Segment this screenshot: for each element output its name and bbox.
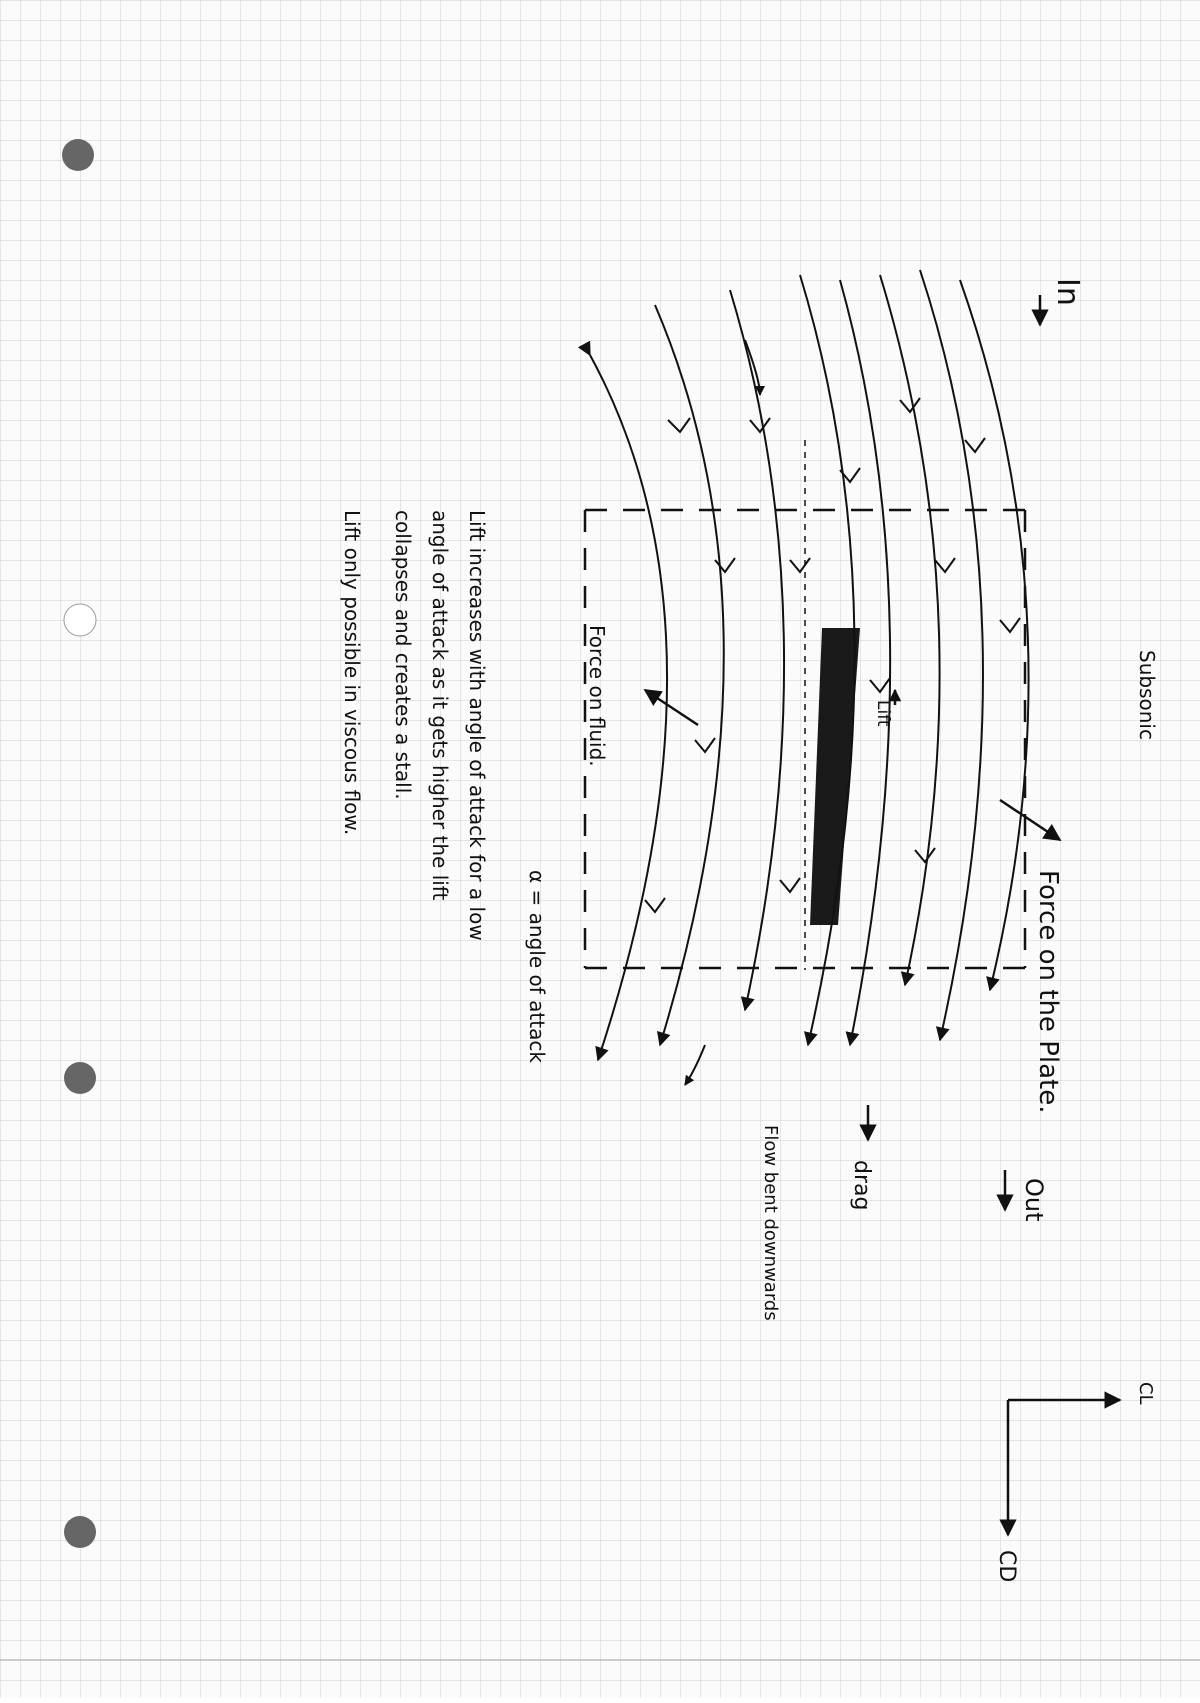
force-on-plate-arrow	[999, 798, 1062, 842]
streamline	[577, 340, 668, 1062]
binder-hole	[64, 1062, 96, 1094]
cl-label: CL	[1135, 1382, 1156, 1405]
streamline	[919, 269, 984, 1042]
flat-plate	[810, 628, 860, 925]
binder-hole	[63, 603, 97, 637]
streamline	[799, 274, 856, 1047]
streamline	[839, 279, 892, 1047]
binder-hole	[62, 139, 94, 171]
force-on-fluid-label: Force on fluid.	[585, 625, 609, 767]
streamline	[959, 279, 1030, 992]
note-line: Lift increases with angle of attack for …	[465, 510, 489, 941]
force-on-plate-label: Force on the Plate.	[1033, 870, 1063, 1113]
out-label: Out	[1020, 1178, 1048, 1222]
note-line: angle of attack as it gets higher the li…	[428, 510, 452, 900]
streamline	[684, 1044, 706, 1086]
streamlines	[577, 269, 1030, 1086]
in-label: In	[1050, 278, 1085, 306]
streamline	[744, 339, 765, 396]
streamline	[729, 289, 786, 1012]
note-line: Lift only possible in viscous flow.	[340, 510, 364, 835]
cd-label: CD	[994, 1550, 1019, 1582]
alpha-definition: α = angle of attack	[525, 870, 549, 1063]
flow-direction-ticks	[644, 397, 1021, 914]
drag-label: drag	[849, 1160, 874, 1210]
binder-hole	[64, 1516, 96, 1548]
streamline	[654, 304, 725, 1047]
force-on-fluid-arrow	[643, 688, 699, 727]
streamline	[879, 274, 941, 987]
force-arrows	[643, 295, 1122, 1537]
lift-label: Lift	[873, 700, 893, 727]
flow-bent-label: Flow bent downwards	[760, 1125, 781, 1321]
subsonic-label: Subsonic	[1135, 650, 1159, 740]
note-line: collapses and creates a stall.	[391, 510, 415, 800]
